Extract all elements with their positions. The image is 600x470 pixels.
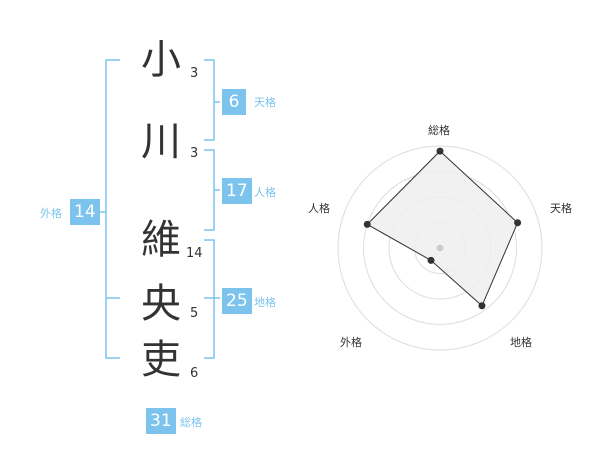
stroke-count-1: 3	[190, 66, 199, 81]
radar-axis-label-tenkaku: 天格	[550, 202, 572, 215]
stroke-count-2: 3	[190, 146, 199, 161]
tenkaku-label: 天格	[254, 96, 276, 109]
radar-point-1	[514, 219, 522, 227]
radar-point-3	[427, 256, 435, 264]
chikaku-value-badge: 25	[222, 288, 252, 314]
name-char-2: 川	[141, 119, 181, 165]
radar-point-4	[363, 220, 371, 228]
radar-axis-label-jinkaku: 人格	[308, 202, 330, 215]
name-char-4: 央	[141, 281, 181, 327]
radar-axis-label-chikaku: 地格	[510, 336, 532, 349]
radar-point-2	[478, 302, 486, 310]
tenkaku-bracket	[204, 59, 215, 141]
soukaku-value-badge: 31	[146, 408, 176, 434]
radar-point-0	[436, 147, 444, 155]
gaikaku-label: 外格	[40, 207, 62, 220]
radar-axis-label-gaikaku: 外格	[340, 336, 362, 349]
radar-grid-ring	[337, 145, 543, 351]
tenkaku-value-badge: 6	[222, 89, 246, 115]
chikaku-label: 地格	[254, 296, 276, 309]
chikaku-bracket	[204, 239, 215, 359]
gaikaku-bracket	[105, 59, 120, 359]
radar-series-polygon	[366, 150, 519, 307]
stroke-count-5: 6	[190, 366, 199, 381]
jinkaku-label: 人格	[254, 186, 276, 199]
name-char-1: 小	[141, 37, 181, 83]
radar-center-point	[436, 244, 444, 252]
name-char-3: 維	[141, 217, 181, 263]
soukaku-label: 総格	[180, 416, 202, 429]
stroke-count-3: 14	[186, 246, 203, 261]
name-char-5: 吏	[141, 337, 181, 383]
stroke-count-4: 5	[190, 306, 199, 321]
radar-axis-label-soukaku: 総格	[428, 124, 450, 137]
jinkaku-value-badge: 17	[222, 178, 252, 204]
gaikaku-value-badge: 14	[70, 199, 100, 225]
